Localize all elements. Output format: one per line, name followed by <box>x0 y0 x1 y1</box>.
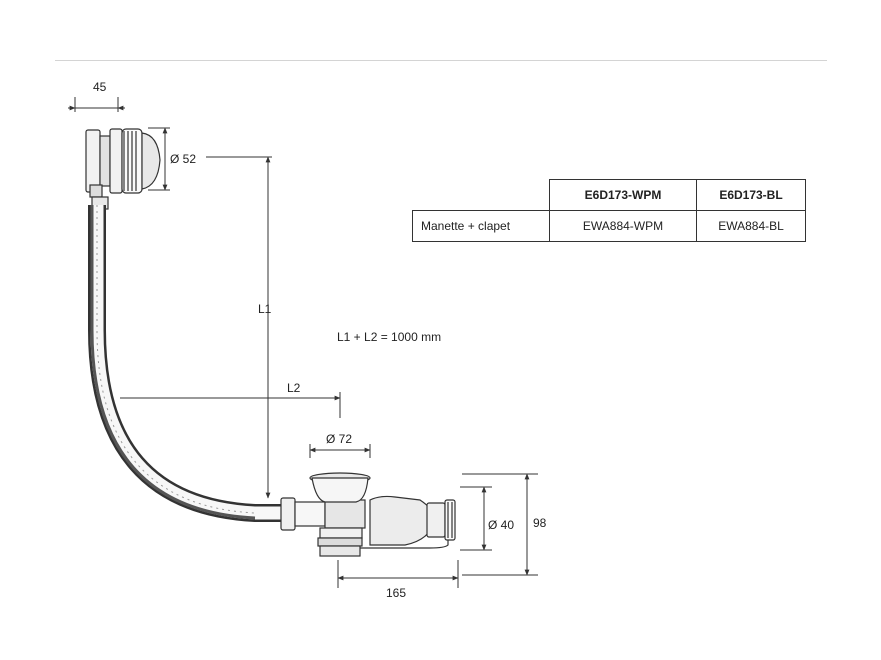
dimension-45: 45 <box>93 80 107 94</box>
overflow-unit <box>85 128 161 210</box>
table-cell-wpm: EWA884-WPM <box>549 210 697 242</box>
dimension-l2: L2 <box>287 381 301 395</box>
dimension-diameter-72: Ø 72 <box>326 432 353 446</box>
waste-assembly <box>280 472 456 557</box>
dimension-165: 165 <box>386 586 407 600</box>
flexible-hose <box>88 205 290 522</box>
table-cell-bl: EWA884-BL <box>696 210 806 242</box>
table-header-row: E6D173-WPM E6D173-BL <box>412 179 806 211</box>
dimension-diameter-52: Ø 52 <box>170 152 197 166</box>
table-row: Manette + clapet EWA884-WPM EWA884-BL <box>412 210 806 242</box>
table-corner-cell <box>412 179 550 211</box>
dimension-98: 98 <box>533 516 547 530</box>
dimension-lines <box>68 97 538 588</box>
part-number-table: E6D173-WPM E6D173-BL Manette + clapet EW… <box>412 179 806 242</box>
table-row-label: Manette + clapet <box>412 210 550 242</box>
top-divider <box>55 60 827 61</box>
table-header-wpm: E6D173-WPM <box>549 179 697 211</box>
dimension-l1: L1 <box>258 302 272 316</box>
dimension-diameter-40: Ø 40 <box>488 518 515 532</box>
table-header-bl: E6D173-BL <box>696 179 806 211</box>
length-formula: L1 + L2 = 1000 mm <box>337 330 442 344</box>
